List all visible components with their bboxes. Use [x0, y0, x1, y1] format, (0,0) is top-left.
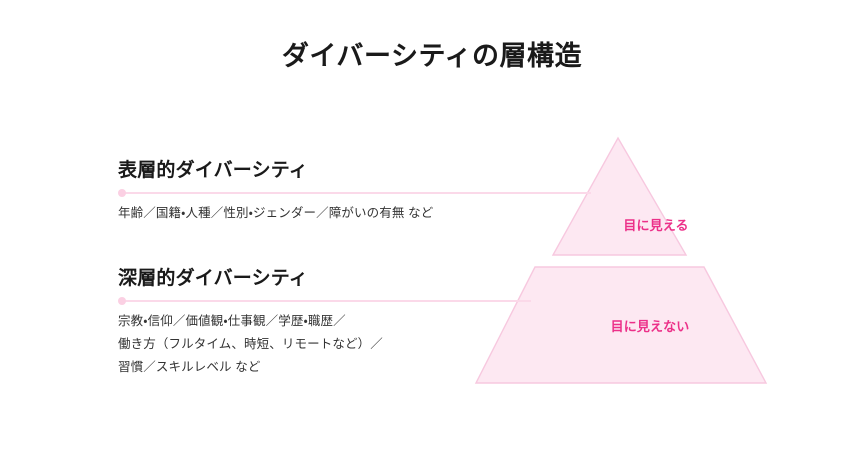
connector-line-surface: [118, 189, 591, 197]
pyramid-top-label: 目に見える: [623, 218, 689, 233]
body-line: 働き方（フルタイム、時短、リモートなど）／: [118, 336, 383, 351]
page-title: ダイバーシティの層構造: [281, 41, 583, 71]
section-surface-diversity: 表層的ダイバーシティ 年齢／国籍・人種／性別・ジェンダー／障がいの有無 など: [118, 158, 433, 225]
pyramid-shapes: [474, 136, 768, 384]
body-line: 年齢／国籍・人種／性別・ジェンダー／障がいの有無 など: [118, 205, 434, 220]
section-heading-surface: 表層的ダイバーシティ: [118, 160, 309, 181]
section-body-surface: 年齢／国籍・人種／性別・ジェンダー／障がいの有無 など: [118, 202, 433, 225]
section-deep-diversity: 深層的ダイバーシティ 宗教・信仰／価値観・仕事観／学歴・職歴／ 働き方（フルタイ…: [118, 266, 383, 379]
pyramid-top-triangle: [551, 136, 688, 256]
section-body-deep: 宗教・信仰／価値観・仕事観／学歴・職歴／ 働き方（フルタイム、時短、リモートなど…: [118, 310, 383, 379]
body-line: 宗教・信仰／価値観・仕事観／学歴・職歴／: [118, 313, 346, 328]
pyramid-bottom-label: 目に見えない: [610, 319, 690, 334]
pyramid-bottom-trapezoid: [474, 266, 768, 384]
connector-line-deep: [118, 297, 531, 305]
pyramid-diagram: 目に見える 目に見えない: [455, 125, 785, 400]
body-line: 習慣／スキルレベル など: [118, 359, 261, 374]
section-heading-deep: 深層的ダイバーシティ: [118, 268, 309, 289]
